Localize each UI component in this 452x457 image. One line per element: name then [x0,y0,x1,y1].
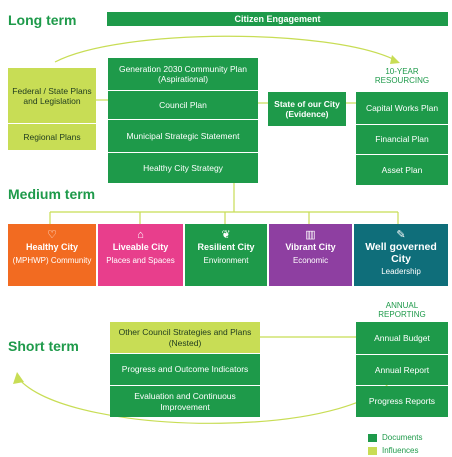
healthy-city-sub: (MPHWP) Community [12,256,92,265]
progress-reports-box: Progress Reports [356,386,448,417]
liveable-city-title: Liveable City [112,242,169,252]
capital-works-box: Capital Works Plan [356,92,448,124]
resilient-city-card: ❦ Resilient City Environment [185,224,267,286]
annual-budget-box: Annual Budget [356,322,448,354]
regional-plans-box: Regional Plans [8,123,96,150]
influences-label: Influences [382,446,419,455]
liveable-city-card: ⌂ Liveable City Places and Spaces [98,224,183,286]
council-plan-box: Council Plan [108,91,258,119]
financial-plan-box: Financial Plan [356,125,448,154]
generation-2030-box: Generation 2030 Community Plan (Aspirati… [108,58,258,90]
progress-indicators-box: Progress and Outcome Indicators [110,354,260,385]
other-strategies-box: Other Council Strategies and Plans (Nest… [110,322,260,353]
documents-swatch [368,433,377,442]
leaf-pen-icon: ✎ [396,229,406,241]
healthy-city-card: ♡ Healthy City (MPHWP) Community [8,224,96,286]
vibrant-city-title: Vibrant City [285,242,336,252]
state-of-city-box: State of our City (Evidence) [268,92,346,126]
leaf-icon: ❦ [221,229,231,241]
annual-report-box: Annual Report [356,355,448,385]
vibrant-city-sub: Economic [292,256,329,265]
resilient-city-title: Resilient City [197,242,255,252]
well-governed-city-sub: Leadership [381,267,421,277]
liveable-city-sub: Places and Spaces [106,256,175,265]
influences-swatch [368,446,377,455]
resilient-city-sub: Environment [203,256,249,265]
federal-state-box: Federal / State Plans and Legislation [8,68,96,124]
long-term-heading: Long term [8,12,77,28]
house-icon: ⌂ [137,229,144,241]
well-governed-city-card: ✎ Well governed City Leadership [354,224,448,286]
bar-chart-icon: ▥ [305,229,316,241]
annual-reporting-label: ANNUAL REPORTING [378,301,426,320]
short-term-heading: Short term [8,338,79,354]
well-governed-city-title: Well governed City [365,241,437,265]
citizen-engagement-bar: Citizen Engagement [107,12,448,26]
legend-documents: Documents [368,433,422,442]
resourcing-label: 10-YEAR RESOURCING [374,67,430,86]
medium-term-heading: Medium term [8,186,96,202]
asset-plan-box: Asset Plan [356,155,448,185]
vibrant-city-card: ▥ Vibrant City Economic [269,224,352,286]
heart-icon: ♡ [47,229,57,241]
municipal-strategic-box: Municipal Strategic Statement [108,120,258,152]
legend-influences: Influences [368,446,418,455]
healthy-city-title: Healthy City [25,242,78,252]
documents-label: Documents [382,433,423,442]
evaluation-box: Evaluation and Continuous Improvement [110,386,260,417]
healthy-city-strategy-box: Healthy City Strategy [108,153,258,183]
